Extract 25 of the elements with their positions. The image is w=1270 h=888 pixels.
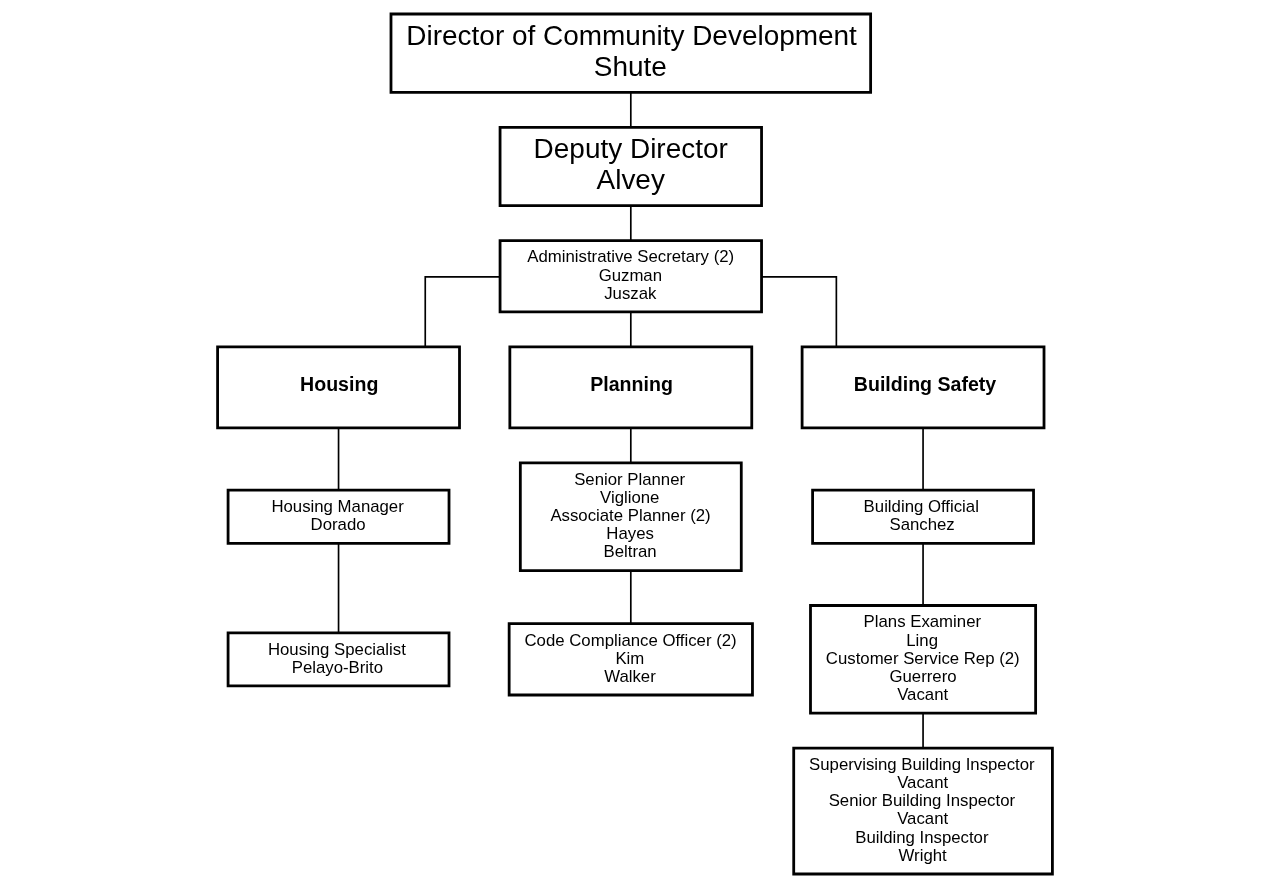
connector: [424, 276, 501, 348]
node-box: Director of Community Development Shute: [389, 12, 872, 94]
node-box: Plans Examiner Ling Customer Service Rep (2) Guerrero Vacant: [809, 604, 1038, 715]
node-box: Housing Specialist Pelayo-Brito: [226, 631, 451, 688]
node-box: Senior Planner Viglione Associate Planner (2) Hayes Beltran: [518, 461, 743, 572]
node-box: Administrative Secretary (2) Guzman Juszak: [498, 239, 763, 314]
connector: [629, 311, 632, 348]
connector: [629, 569, 632, 625]
node-box: Building Safety: [800, 345, 1046, 430]
node-box: Building Official Sanchez: [811, 488, 1035, 545]
connector: [922, 542, 924, 607]
connector: [337, 427, 340, 491]
node-box: Deputy Director Alvey: [498, 125, 763, 207]
connector: [760, 276, 838, 348]
connector: [629, 91, 632, 128]
connector: [629, 205, 632, 242]
connector: [922, 427, 924, 491]
connector: [629, 427, 632, 464]
node-box: Housing Manager Dorado: [226, 488, 451, 545]
connector: [922, 712, 924, 749]
connector: [337, 542, 340, 634]
node-box: Planning: [508, 345, 754, 430]
node-box: Code Compliance Officer (2) Kim Walker: [507, 622, 754, 697]
node-box: Supervising Building Inspector Vacant Senior Building Inspector Vacant Building Inspector Wright: [792, 746, 1054, 876]
node-box: Housing: [216, 345, 461, 430]
